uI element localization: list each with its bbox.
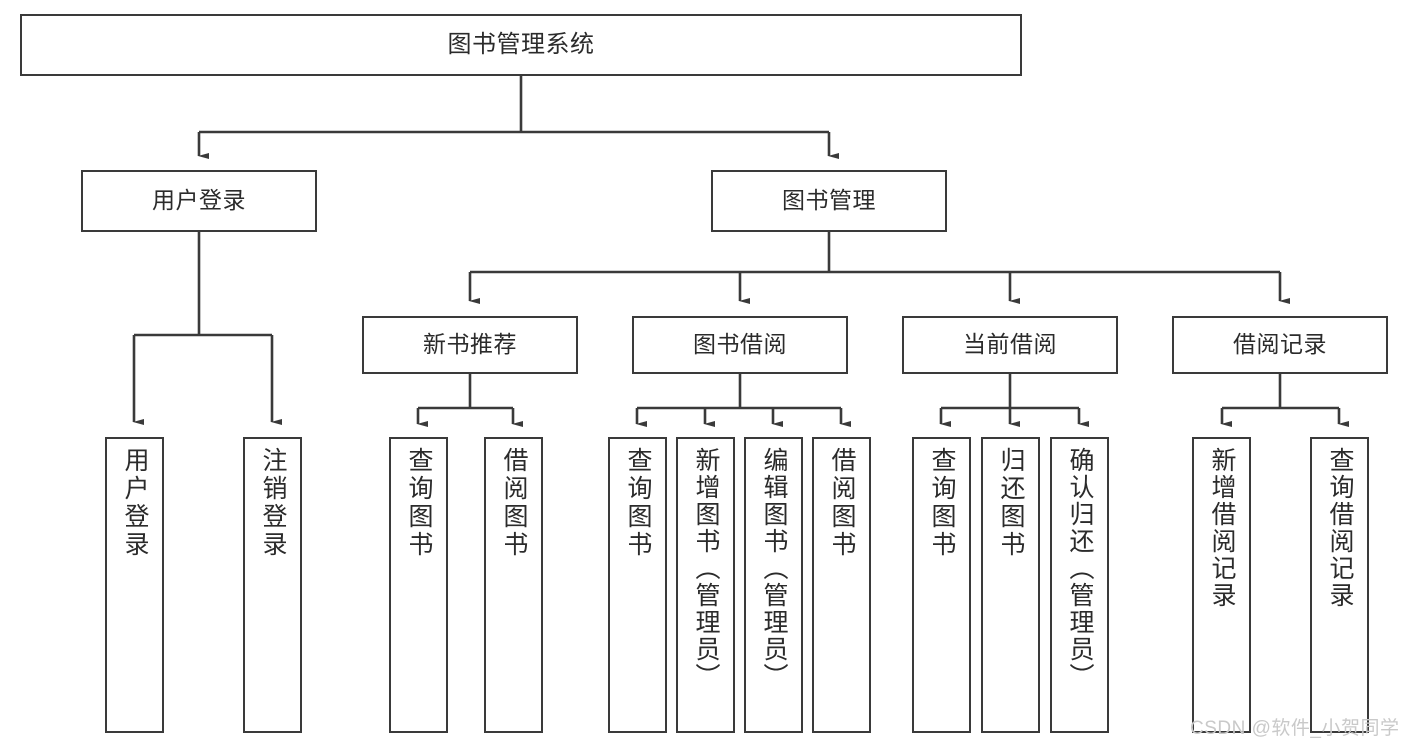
leaf-current-borrow-query-book[interactable]: 查询图书 — [912, 437, 971, 733]
leaf-book-borrow-edit-book-admin[interactable]: 编辑图书（管理员） — [744, 437, 803, 733]
leaf-new-book-borrow-book[interactable]: 借阅图书 — [484, 437, 543, 733]
node-label: 查询借阅记录 — [1326, 447, 1354, 609]
csdn-watermark: CSDN @软件_小贺同学 — [1190, 718, 1400, 739]
node-current-borrow[interactable]: 当前借阅 — [902, 316, 1118, 374]
leaf-current-borrow-return-book[interactable]: 归还图书 — [981, 437, 1040, 733]
leaf-user-login-login[interactable]: 用户登录 — [105, 437, 164, 733]
node-label: 借阅图书 — [828, 447, 856, 559]
leaf-book-borrow-add-book-admin[interactable]: 新增图书（管理员） — [676, 437, 735, 733]
leaf-book-borrow-query-book[interactable]: 查询图书 — [608, 437, 667, 733]
leaf-book-borrow-borrow-book[interactable]: 借阅图书 — [812, 437, 871, 733]
leaf-current-borrow-confirm-return-admin[interactable]: 确认归还（管理员） — [1050, 437, 1109, 733]
node-root-book-management-system[interactable]: 图书管理系统 — [20, 14, 1022, 76]
node-label: 查询图书 — [928, 447, 956, 559]
node-label: 借阅记录 — [1233, 331, 1327, 358]
node-label: 新增借阅记录 — [1208, 447, 1236, 609]
node-label: 图书借阅 — [693, 331, 787, 358]
leaf-user-login-logout[interactable]: 注销登录 — [243, 437, 302, 733]
node-label: 注销登录 — [259, 447, 287, 559]
node-new-book-recommend[interactable]: 新书推荐 — [362, 316, 578, 374]
node-borrow-record[interactable]: 借阅记录 — [1172, 316, 1388, 374]
node-book-borrow[interactable]: 图书借阅 — [632, 316, 848, 374]
node-label: 用户登录 — [121, 447, 149, 559]
node-label: 借阅图书 — [500, 447, 528, 559]
node-label: 新增图书（管理员） — [692, 447, 720, 690]
node-label: 查询图书 — [624, 447, 652, 559]
node-user-login[interactable]: 用户登录 — [81, 170, 317, 232]
leaf-borrow-record-query-record[interactable]: 查询借阅记录 — [1310, 437, 1369, 733]
node-label: 当前借阅 — [963, 331, 1057, 358]
node-label: 图书管理 — [782, 187, 876, 214]
node-label: 新书推荐 — [423, 331, 517, 358]
node-label: 确认归还（管理员） — [1066, 447, 1094, 690]
leaf-borrow-record-add-record[interactable]: 新增借阅记录 — [1192, 437, 1251, 733]
node-label: 用户登录 — [152, 187, 246, 214]
node-label: 查询图书 — [405, 447, 433, 559]
leaf-new-book-query-book[interactable]: 查询图书 — [389, 437, 448, 733]
node-label: 图书管理系统 — [447, 30, 595, 58]
node-label: 编辑图书（管理员） — [760, 447, 788, 690]
node-book-management[interactable]: 图书管理 — [711, 170, 947, 232]
node-label: 归还图书 — [997, 447, 1025, 559]
